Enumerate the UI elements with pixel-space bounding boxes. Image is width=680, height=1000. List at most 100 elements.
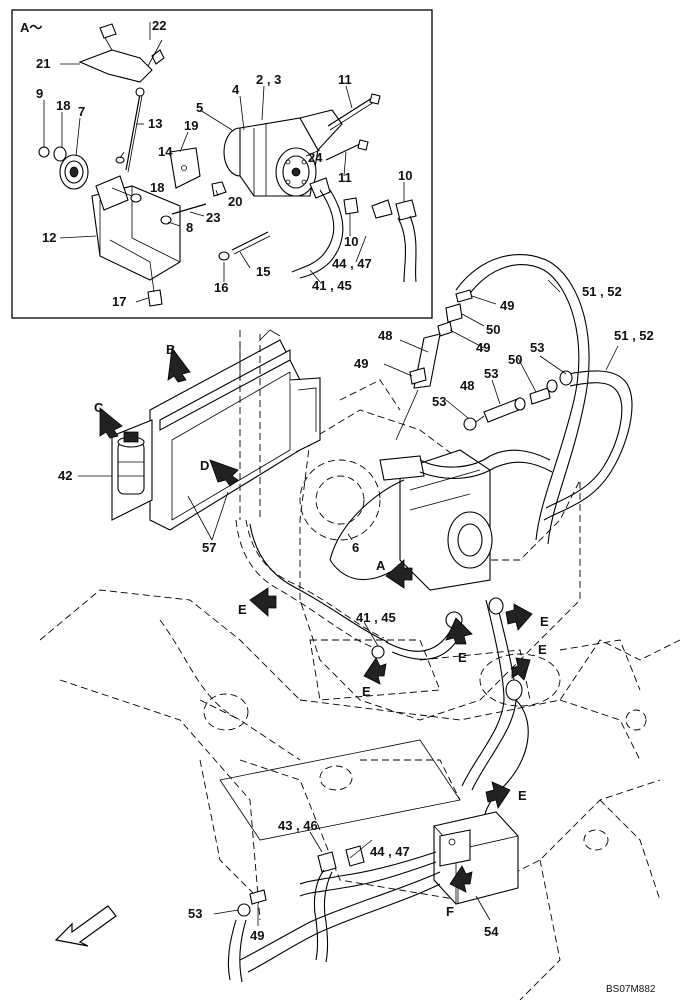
label-8: 8 bbox=[186, 220, 193, 235]
fitting-10a bbox=[343, 197, 359, 215]
hose-condenser-a bbox=[235, 519, 381, 651]
label-18a: 18 bbox=[56, 98, 70, 113]
front-direction-arrow bbox=[54, 905, 117, 947]
arrow-e3 bbox=[445, 617, 473, 645]
fitting-53c bbox=[463, 417, 477, 431]
label-54: 54 bbox=[484, 924, 499, 939]
label-44-47b: 44 , 47 bbox=[370, 844, 410, 859]
label-11b: 11 bbox=[338, 170, 352, 185]
view-arrows bbox=[99, 346, 533, 893]
bolt-17 bbox=[147, 289, 163, 307]
label-53c: 53 bbox=[432, 394, 446, 409]
arrow-e1 bbox=[249, 587, 277, 617]
label-49d: 49 bbox=[250, 928, 264, 943]
label-41-45b: 41 , 45 bbox=[356, 610, 396, 625]
washer-18b bbox=[130, 193, 142, 203]
hose-41-45-inset bbox=[291, 189, 335, 273]
label-53d: 53 bbox=[188, 906, 202, 921]
label-e2: E bbox=[540, 614, 549, 629]
label-50a: 50 bbox=[486, 322, 500, 337]
main-assembly: 51 , 52 49 50 48 49 51 , 52 49 53 50 53 … bbox=[39, 254, 680, 1000]
label-11a: 11 bbox=[338, 72, 352, 87]
drawing-code: BS07M882 bbox=[606, 984, 656, 995]
label-9: 9 bbox=[36, 86, 43, 101]
label-44-47a: 44 , 47 bbox=[332, 256, 372, 271]
fitting-49c bbox=[409, 367, 427, 385]
floor-plate bbox=[219, 739, 461, 841]
engine bbox=[299, 379, 581, 721]
bolt-11b bbox=[325, 143, 361, 161]
label-e6: E bbox=[518, 788, 527, 803]
washer-16 bbox=[218, 251, 230, 261]
hose-43-46 bbox=[299, 851, 437, 885]
label-53b: 53 bbox=[484, 366, 498, 381]
bolt-11a bbox=[327, 97, 373, 127]
fitting-10b bbox=[395, 199, 417, 221]
fitting-49a bbox=[455, 289, 473, 303]
fitting-49b bbox=[437, 321, 453, 337]
label-6: 6 bbox=[352, 540, 359, 555]
label-view-b: B bbox=[166, 342, 175, 357]
bolt-22 bbox=[99, 23, 117, 39]
label-view-a: A bbox=[376, 558, 386, 573]
arrow-f bbox=[449, 865, 473, 893]
label-43-46: 43 , 46 bbox=[278, 818, 318, 833]
label-49c: 49 bbox=[354, 356, 368, 371]
label-57: 57 bbox=[202, 540, 216, 555]
label-19: 19 bbox=[184, 118, 198, 133]
label-view-c: C bbox=[94, 400, 104, 415]
label-5: 5 bbox=[196, 100, 203, 115]
label-13: 13 bbox=[148, 116, 162, 131]
label-22: 22 bbox=[152, 18, 166, 33]
label-21: 21 bbox=[36, 56, 50, 71]
hose-51-52-a bbox=[467, 264, 580, 541]
label-49b: 49 bbox=[476, 340, 490, 355]
label-view-f: F bbox=[446, 904, 454, 919]
bolt-23 bbox=[171, 203, 207, 215]
nut-9 bbox=[38, 146, 50, 158]
label-48b: 48 bbox=[460, 378, 474, 393]
fitting-53d bbox=[237, 903, 251, 917]
arrow-e6 bbox=[485, 781, 511, 809]
label-17: 17 bbox=[112, 294, 126, 309]
label-23: 23 bbox=[206, 210, 220, 225]
arrow-a bbox=[385, 559, 413, 589]
label-16: 16 bbox=[214, 280, 228, 295]
arrow-e2 bbox=[505, 603, 533, 631]
fitting-left bbox=[309, 177, 331, 199]
label-20: 20 bbox=[228, 194, 242, 209]
label-51-52b: 51 , 52 bbox=[614, 328, 654, 343]
ac-compressor bbox=[223, 109, 343, 197]
inset-detail-a: A～ bbox=[11, 9, 433, 319]
label-51-52a: 51 , 52 bbox=[582, 284, 622, 299]
bolt-15 bbox=[231, 231, 269, 251]
label-e4: E bbox=[362, 684, 371, 699]
label-4: 4 bbox=[232, 82, 240, 97]
fitting-50a bbox=[445, 303, 463, 323]
label-10a: 10 bbox=[398, 168, 412, 183]
label-50b: 50 bbox=[508, 352, 522, 367]
drive-belt-6 bbox=[329, 479, 405, 561]
condenser-unit bbox=[149, 329, 321, 531]
label-7: 7 bbox=[78, 104, 85, 119]
arrow-c bbox=[99, 407, 123, 439]
label-42: 42 bbox=[58, 468, 72, 483]
label-48a: 48 bbox=[378, 328, 392, 343]
frame-outline bbox=[39, 589, 301, 701]
label-view-d: D bbox=[200, 458, 209, 473]
hose-51-52-b bbox=[543, 370, 633, 521]
label-12: 12 bbox=[42, 230, 56, 245]
label-10b: 10 bbox=[344, 234, 358, 249]
label-15: 15 bbox=[256, 264, 270, 279]
long-bolt-13 bbox=[125, 93, 141, 171]
arrow-b bbox=[167, 346, 191, 383]
inset-title: A～ bbox=[20, 20, 42, 35]
label-e1: E bbox=[238, 602, 247, 617]
arrow-e5 bbox=[511, 657, 531, 681]
filter-block-54 bbox=[433, 811, 519, 905]
arrow-d bbox=[209, 459, 239, 487]
label-53a: 53 bbox=[530, 340, 544, 355]
bolt-20 bbox=[211, 181, 227, 197]
label-14: 14 bbox=[158, 144, 173, 159]
